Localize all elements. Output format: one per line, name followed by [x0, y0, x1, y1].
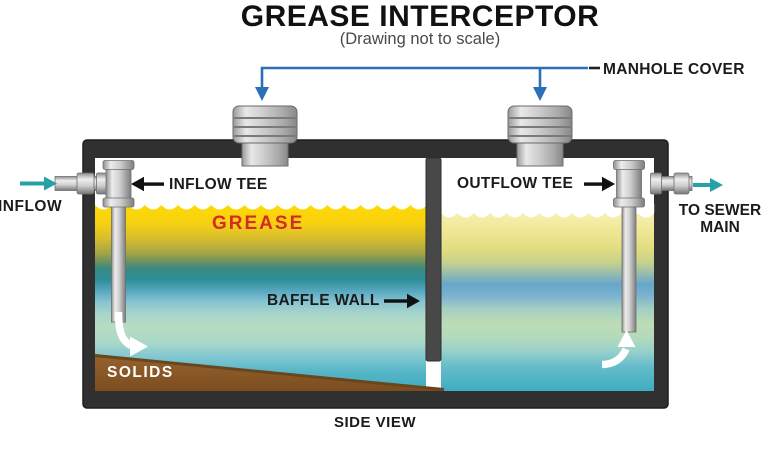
- outflow-arrow-icon: [693, 178, 723, 192]
- to-sewer-line2: MAIN: [700, 219, 740, 236]
- manhole-leader-line: [255, 66, 600, 101]
- manhole-cover-label: MANHOLE COVER: [603, 61, 745, 78]
- side-view-caption: SIDE VIEW: [333, 414, 416, 431]
- down-arrow-icon: [533, 87, 547, 101]
- down-arrow-icon: [255, 87, 269, 101]
- inflow-tee-arrow-icon: [131, 176, 164, 192]
- to-sewer-line1: TO SEWER: [678, 202, 762, 219]
- outflow-tee-assembly: [613, 160, 693, 333]
- to-sewer-main-label: TO SEWER MAIN: [672, 202, 768, 236]
- inflow-arrow-icon: [20, 176, 57, 191]
- grease-label: GREASE: [212, 213, 305, 234]
- page-title: GREASE INTERCEPTOR: [240, 0, 600, 33]
- manhole-cover-left: [232, 105, 298, 167]
- baffle-wall: [425, 157, 442, 362]
- outflow-tee-arrow-icon: [584, 176, 615, 192]
- baffle-wall-label: BAFFLE WALL: [267, 292, 380, 309]
- inflow-tee-label: INFLOW TEE: [169, 176, 268, 193]
- inflow-label: INFLOW: [0, 198, 63, 215]
- subtitle: (Drawing not to scale): [339, 30, 501, 48]
- baffle-arrow-icon: [384, 293, 420, 309]
- manhole-cover-right: [507, 105, 573, 167]
- flow-curve-right-icon: [601, 330, 636, 369]
- solids-layer: [94, 354, 445, 391]
- outflow-tee-label: OUTFLOW TEE: [457, 175, 574, 192]
- inflow-tee-assembly: [54, 160, 135, 323]
- solids-label: SOLIDS: [107, 364, 174, 381]
- flow-curve-left-icon: [114, 311, 148, 357]
